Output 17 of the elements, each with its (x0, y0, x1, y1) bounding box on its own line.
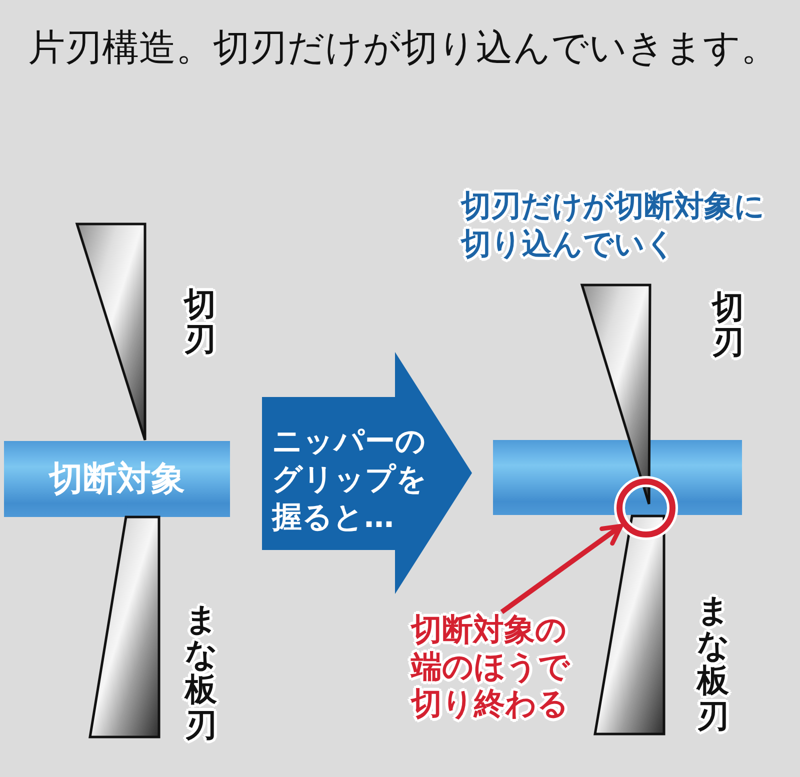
bar-label: 切断対象 (47, 459, 186, 500)
workpiece-bar (4, 441, 230, 517)
blade-label: まな板刃 (185, 602, 217, 743)
annotation-text: 切断対象の端のほうで切り終わる (411, 612, 574, 724)
leader-arrow (500, 524, 624, 614)
lower-blade (88, 515, 161, 739)
workpiece-bar (493, 440, 742, 515)
upper-blade (75, 222, 147, 442)
title-heading: 片刃構造。切刃だけが切り込んでいきます。 (28, 26, 778, 70)
upper-blade (580, 283, 652, 506)
annotation-text: 切刃だけが切断対象に切り込んでいく (461, 188, 766, 263)
arrow-label: ニッパーのグリップを握ると… (272, 423, 428, 538)
lower-blade (593, 514, 666, 736)
blade-label: まな板刃 (697, 593, 729, 734)
highlight-circle (614, 476, 678, 540)
blade-label: 切刃 (712, 290, 744, 360)
blade-label: 切刃 (184, 287, 216, 358)
